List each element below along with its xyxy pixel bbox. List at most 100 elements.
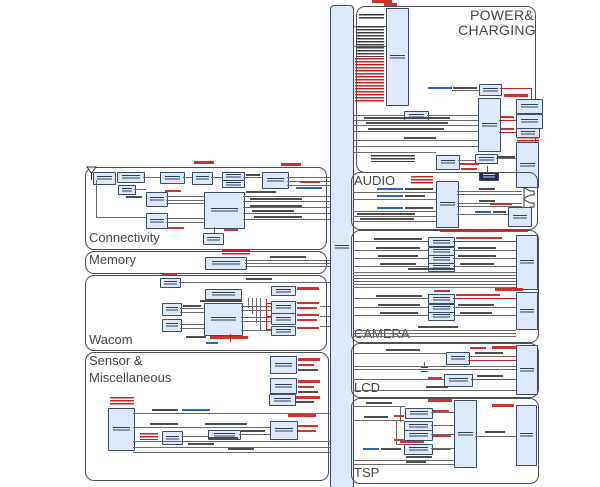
net-label [366, 402, 392, 404]
signal-line [400, 406, 401, 422]
chip-block [146, 192, 168, 207]
backlight-block [444, 374, 473, 387]
net-label [368, 128, 444, 130]
net-label [364, 117, 450, 119]
net-label [426, 386, 448, 388]
net-label [200, 300, 242, 302]
net-label [126, 196, 142, 198]
front-camera-block [516, 292, 538, 330]
net-label-red [297, 314, 319, 316]
net-label [298, 391, 318, 393]
signal-line [260, 298, 261, 330]
signal-line [353, 211, 436, 212]
signal-line [241, 310, 271, 311]
signal-line-red [453, 298, 516, 299]
net-label-red [461, 168, 477, 170]
net-label-red [194, 161, 214, 164]
net-label [188, 443, 214, 445]
signal-line [354, 146, 478, 147]
signal-line [133, 452, 330, 453]
signal-line [353, 258, 428, 259]
signal-line [243, 177, 262, 178]
section-label-power-2: CHARGING [458, 22, 536, 38]
net-label [366, 122, 448, 124]
net-label [360, 218, 414, 220]
signal-line [453, 266, 516, 267]
signal-line [214, 227, 215, 233]
regulator-block [428, 237, 455, 247]
signal-line [457, 203, 522, 204]
net-label-blue [475, 211, 491, 213]
signal-line [496, 158, 516, 159]
signal-line [354, 131, 478, 132]
signal-line [353, 307, 428, 308]
net-label-red [434, 290, 450, 292]
signal-line [354, 152, 436, 153]
net-label [381, 448, 401, 450]
net-label [374, 238, 422, 240]
net-label-red [495, 288, 523, 291]
signal-line [354, 120, 478, 121]
chip-block [475, 154, 498, 164]
signal-line-bundle [353, 330, 516, 339]
section-lcd [351, 343, 539, 398]
net-label-red [297, 287, 319, 290]
ground-stem [424, 362, 425, 367]
net-label [418, 326, 458, 328]
signal-line [180, 328, 204, 329]
signal-line [453, 258, 516, 259]
signal-line [353, 315, 428, 316]
net-label [458, 304, 494, 306]
net-label-red [298, 425, 318, 427]
net-label-red [372, 0, 392, 3]
chip-block [117, 172, 145, 183]
signal-line [320, 306, 330, 307]
chip-block [208, 430, 241, 440]
signal-line-red [499, 132, 516, 133]
net-label [405, 195, 425, 197]
speaker-icon [521, 186, 535, 204]
signal-line [353, 266, 428, 267]
chip-block [162, 431, 183, 445]
section-label-sensor-1: Sensor & [89, 353, 143, 368]
net-label-red [281, 163, 301, 166]
net-label-stack-red [517, 137, 539, 146]
net-label-red [162, 273, 177, 276]
main-processor-block [330, 5, 354, 487]
signal-line [458, 160, 475, 161]
net-label-stack [371, 155, 415, 162]
signal-line [354, 46, 386, 47]
signal-line [457, 206, 522, 207]
net-label-blue [428, 87, 452, 89]
chip-block [162, 319, 182, 332]
signal-line [241, 321, 271, 322]
net-label-blue [377, 207, 403, 209]
net-label-red [428, 377, 442, 379]
signal-line [320, 316, 330, 317]
signal-line [166, 200, 204, 201]
net-label [453, 87, 477, 89]
net-label [250, 198, 302, 200]
signal-line [96, 217, 146, 218]
section-label-tsp: TSP [354, 465, 380, 480]
signal-line [457, 214, 508, 215]
signal-line [133, 447, 330, 448]
net-label [246, 191, 276, 193]
signal-line [431, 448, 454, 449]
net-label-red [400, 441, 424, 443]
chip-block [160, 278, 181, 288]
signal-line [453, 315, 516, 316]
signal-line-red [266, 316, 271, 317]
section-tsp [351, 398, 539, 484]
regulator-block [428, 263, 455, 272]
signal-line [353, 241, 428, 242]
net-label-red [433, 435, 451, 437]
signal-line-red [487, 166, 488, 173]
net-label-red [300, 181, 320, 183]
sensor-block [270, 378, 297, 394]
net-label-red [298, 386, 314, 388]
signal-line [166, 222, 204, 223]
signal-line [353, 420, 404, 421]
signal-line-bundle [353, 272, 516, 288]
signal-line [468, 356, 516, 357]
